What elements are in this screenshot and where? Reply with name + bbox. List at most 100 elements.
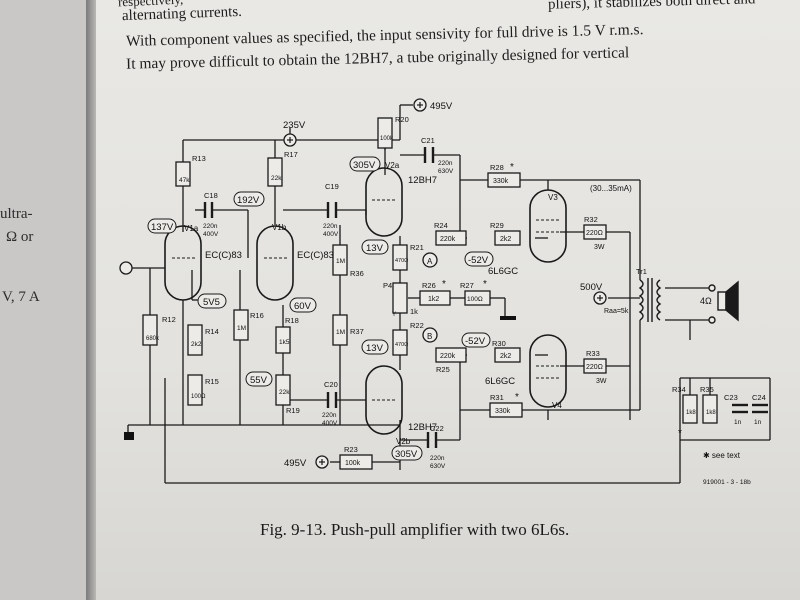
r36-label: R36 bbox=[350, 269, 364, 278]
voltage-192v: 192V bbox=[237, 195, 260, 206]
r34-label: R34 bbox=[672, 385, 686, 394]
tube-ecc83-b: EC(C)83 bbox=[297, 250, 334, 261]
r24-label: R24 bbox=[434, 221, 448, 230]
tube-v2b-label: V2b bbox=[396, 437, 411, 446]
tube-v2b-envelope bbox=[365, 365, 403, 435]
r29-label: R29 bbox=[490, 221, 504, 230]
r30-value: 2k2 bbox=[500, 353, 511, 360]
r35-value: 1k8 bbox=[706, 410, 716, 416]
c19-voltage: 400V bbox=[323, 231, 339, 238]
r22-value: 470Ω bbox=[395, 342, 408, 348]
star-mark-r28: * bbox=[510, 162, 514, 173]
c24-value: 1n bbox=[754, 419, 762, 426]
r15-label: R15 bbox=[205, 377, 219, 386]
r19-value: 22k bbox=[279, 389, 290, 396]
left-page-fragment: Ω or bbox=[6, 229, 34, 245]
voltage-13v-bottom: 13V bbox=[366, 343, 384, 354]
r23-label: R23 bbox=[344, 445, 358, 454]
r16-label: R16 bbox=[250, 311, 264, 320]
p4-value: 1k bbox=[410, 307, 418, 316]
voltage-60v: 60V bbox=[294, 301, 312, 312]
r17-value: 22k bbox=[271, 175, 282, 182]
r14-label: R14 bbox=[205, 327, 219, 336]
c18-label: C18 bbox=[204, 191, 218, 200]
r26-value: 1k2 bbox=[428, 296, 439, 303]
node-b: B bbox=[427, 332, 432, 341]
r25-value: 220k bbox=[440, 353, 456, 360]
tube-v1a-label: V1a bbox=[184, 224, 199, 233]
c24-label: C24 bbox=[752, 393, 766, 402]
r24-value: 220k bbox=[440, 236, 456, 243]
r22-label: R22 bbox=[410, 321, 424, 330]
r18-label: R18 bbox=[285, 316, 299, 325]
speaker-impedance: 4Ω bbox=[700, 296, 712, 306]
c20-voltage: 400V bbox=[322, 420, 338, 427]
r13-label: R13 bbox=[192, 154, 206, 163]
r15-value: 100Ω bbox=[191, 394, 206, 400]
voltage-13v-top: 13V bbox=[366, 243, 384, 254]
star-mark-r34: * bbox=[678, 428, 682, 439]
r30-label: R30 bbox=[492, 339, 506, 348]
r18-value: 1k5 bbox=[279, 339, 290, 346]
star-mark-r26: * bbox=[442, 279, 446, 290]
r31-label: R31 bbox=[490, 393, 504, 402]
r27-value: 100Ω bbox=[467, 296, 483, 303]
r31-value: 330k bbox=[495, 408, 511, 415]
r37-value: 1M bbox=[336, 329, 345, 336]
r17-label: R17 bbox=[284, 150, 298, 159]
tube-12bh7-bottom: 12BH7 bbox=[408, 422, 437, 433]
c22-voltage: 630V bbox=[430, 463, 446, 470]
node-y: Y bbox=[392, 312, 396, 318]
r29-value: 2k2 bbox=[500, 236, 511, 243]
r25-label: R25 bbox=[436, 365, 450, 374]
supply-500v: 500V bbox=[580, 282, 603, 293]
r26-label: R26 bbox=[422, 281, 436, 290]
r34-value: 1k8 bbox=[686, 410, 696, 416]
r23-value: 100k bbox=[345, 460, 361, 467]
tube-v4-label: V4 bbox=[552, 401, 562, 410]
left-page: ultra- Ω or V, 7 A bbox=[0, 0, 86, 600]
see-text-note: ✱ see text bbox=[703, 451, 741, 460]
r13-value: 47k bbox=[179, 177, 190, 184]
c19-label: C19 bbox=[325, 182, 339, 191]
transformer-label: Tr1 bbox=[636, 267, 647, 276]
c21-label: C21 bbox=[421, 136, 435, 145]
supply-235v: 235V bbox=[283, 120, 306, 131]
tube-v4-envelope bbox=[529, 334, 567, 408]
r32-wattage: 3W bbox=[594, 244, 605, 251]
tube-v1b-envelope bbox=[256, 225, 294, 301]
r16-value: 1M bbox=[237, 325, 246, 332]
c21-voltage: 630V bbox=[438, 168, 454, 175]
r37-label: R37 bbox=[350, 327, 364, 336]
tube-ecc83-a: EC(C)83 bbox=[205, 250, 242, 261]
r33-value: 220Ω bbox=[586, 364, 603, 371]
left-page-fragment: V, 7 A bbox=[2, 289, 40, 305]
voltage-55v: 55V bbox=[250, 375, 268, 386]
c20-value: 220n bbox=[322, 412, 337, 419]
figure-code: 919001 - 3 - 18b bbox=[703, 479, 751, 486]
r21-label: R21 bbox=[410, 243, 424, 252]
r35-label: R35 bbox=[700, 385, 714, 394]
r21-value: 470Ω bbox=[395, 258, 408, 264]
r32-label: R32 bbox=[584, 215, 598, 224]
r33-label: R33 bbox=[586, 349, 600, 358]
c21-value: 220n bbox=[438, 160, 453, 167]
r27-label: R27 bbox=[460, 281, 474, 290]
c23-value: 1n bbox=[734, 419, 742, 426]
r20-value: 100k bbox=[380, 136, 394, 142]
supply-495v-bottom: 495V bbox=[284, 458, 307, 469]
star-mark-r31: * bbox=[515, 392, 519, 403]
p4-label: P4 bbox=[383, 281, 392, 290]
tube-6l6gc-bottom: 6L6GC bbox=[485, 376, 515, 387]
tube-v2a-label: V2a bbox=[385, 161, 400, 170]
r20-label: R20 bbox=[395, 115, 409, 124]
c22-value: 220n bbox=[430, 455, 445, 462]
r28-value: 330k bbox=[493, 178, 509, 185]
r12-value: 680k bbox=[146, 336, 160, 342]
voltage-5v5: 5V5 bbox=[203, 297, 220, 308]
voltage-305v-bottom: 305V bbox=[395, 449, 418, 460]
current-annotation: (30...35mA) bbox=[590, 184, 632, 193]
r33-wattage: 3W bbox=[596, 378, 607, 385]
tube-v1b-label: V1b bbox=[272, 223, 287, 232]
